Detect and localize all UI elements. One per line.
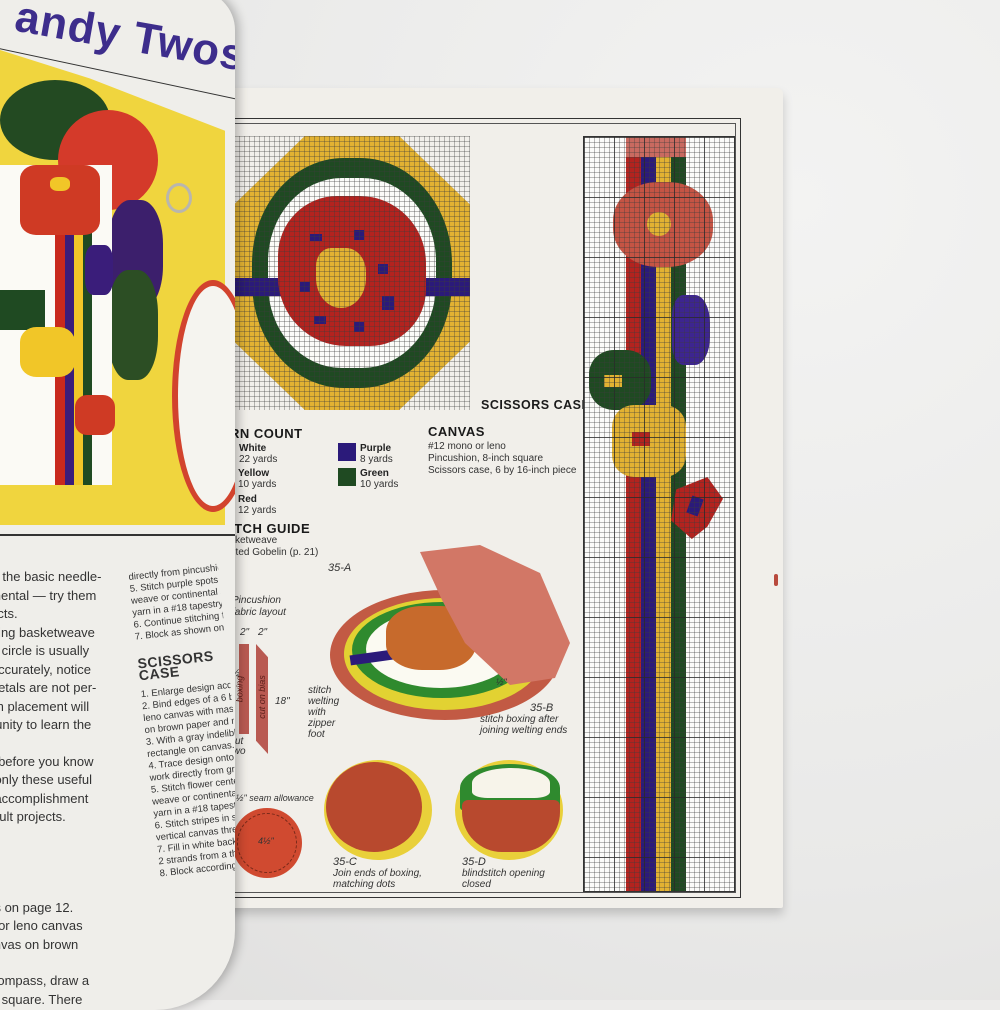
bias-label: cut on bias (256, 675, 267, 719)
pincushion-chart (234, 136, 470, 410)
bias-strip (256, 644, 268, 754)
figure-35a-label: 35-A (328, 562, 352, 574)
boxing-strip (239, 644, 249, 734)
seam-allowance-label: ½" seam allowance (236, 793, 314, 803)
scissors-case-photo (0, 165, 115, 485)
height-b-label: 18" (275, 696, 290, 707)
diameter-label: 4½" (258, 836, 274, 846)
yarn-count-heading: RN COUNT (230, 426, 303, 441)
left-page: andy Twoso red the basic needle- ntinent… (0, 0, 235, 1010)
instructions-column: directly from pincushion gr 5. Stitch pu… (128, 562, 235, 880)
stitch-guide-heading: ITCH GUIDE (230, 521, 311, 536)
fabric-layout-label: Pincushion fabric layout (232, 595, 286, 618)
width-b-label: 2" (258, 627, 268, 638)
pincushion-fabric-circle (232, 808, 302, 878)
pincushion-photo (172, 280, 235, 512)
figure-35c-label: 35-C (333, 856, 357, 868)
width-a-label: 2" (240, 627, 250, 638)
figure-35c-caption: Join ends of boxing,matching dots (333, 868, 422, 890)
yarn-count-legend: RN COUNT (230, 426, 303, 441)
figure-35b-label: 35-B (530, 702, 554, 714)
stitch-guide: ITCH GUIDE sketweave nted Gobelin (p. 21… (230, 521, 319, 558)
scissors-case-heading: SCISSORS CASE (136, 647, 215, 684)
section-rule (0, 534, 235, 536)
canvas-heading: CANVAS (428, 424, 485, 439)
page-stain (774, 574, 778, 586)
scissors-icon (166, 183, 192, 213)
boxing-label: boxing (234, 675, 245, 703)
intro-text: red the basic needle- ntinental — try th… (0, 569, 102, 1007)
figure-35d-label: 35-D (462, 856, 486, 868)
scissors-case-label: SCISSORS CASE (481, 398, 591, 412)
scissors-case-chart (583, 136, 735, 892)
page-frame (222, 118, 741, 898)
green-yarn-skein (108, 270, 158, 380)
figure-35b-half-inch: ½" (496, 677, 507, 687)
canvas-spec: CANVAS #12 mono or leno Pincushion, 8-in… (428, 424, 577, 476)
